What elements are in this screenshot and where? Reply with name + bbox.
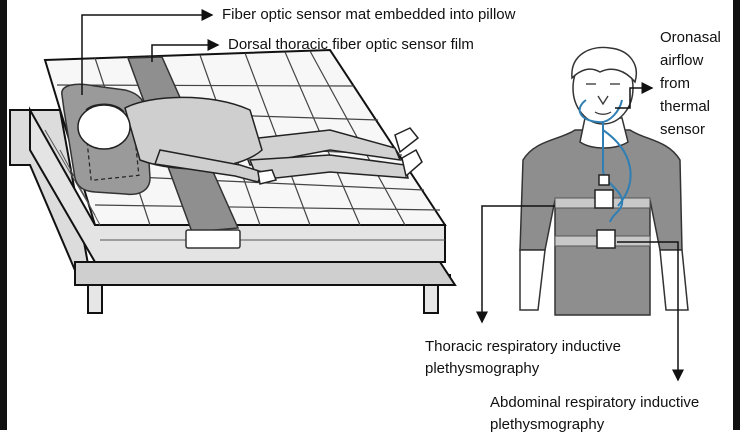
- oronasal-label: Oronasal airflow from thermal sensor: [660, 26, 721, 141]
- oronasal-line-4: thermal: [660, 95, 721, 118]
- oronasal-line-5: sensor: [660, 118, 721, 141]
- abdominal-line-1: Abdominal respiratory inductive: [490, 392, 699, 414]
- pillow-sensor-label: Fiber optic sensor mat embedded into pil…: [222, 5, 515, 25]
- oronasal-line-1: Oronasal: [660, 26, 721, 49]
- dorsal-sensor-connector: [186, 230, 240, 248]
- abdominal-line-2: plethysmography: [490, 414, 699, 436]
- dorsal-sensor-label: Dorsal thoracic fiber optic sensor film: [228, 35, 474, 55]
- thoracic-rip-sensor: [595, 190, 613, 208]
- abdominal-rip-label: Abdominal respiratory inductive plethysm…: [490, 392, 699, 436]
- torso: [520, 130, 682, 315]
- oronasal-line-2: airflow: [660, 49, 721, 72]
- oronasal-line-3: from: [660, 72, 721, 95]
- bed-leg-left: [88, 285, 102, 313]
- bed-leg-right: [424, 285, 438, 313]
- thoracic-line-2: plethysmography: [425, 358, 621, 380]
- thoracic-rip-label: Thoracic respiratory inductive plethysmo…: [425, 336, 621, 380]
- thoracic-line-1: Thoracic respiratory inductive: [425, 336, 621, 358]
- bed-illustration: [10, 50, 455, 313]
- bed-base: [75, 262, 455, 285]
- abdominal-rip-sensor: [597, 230, 615, 248]
